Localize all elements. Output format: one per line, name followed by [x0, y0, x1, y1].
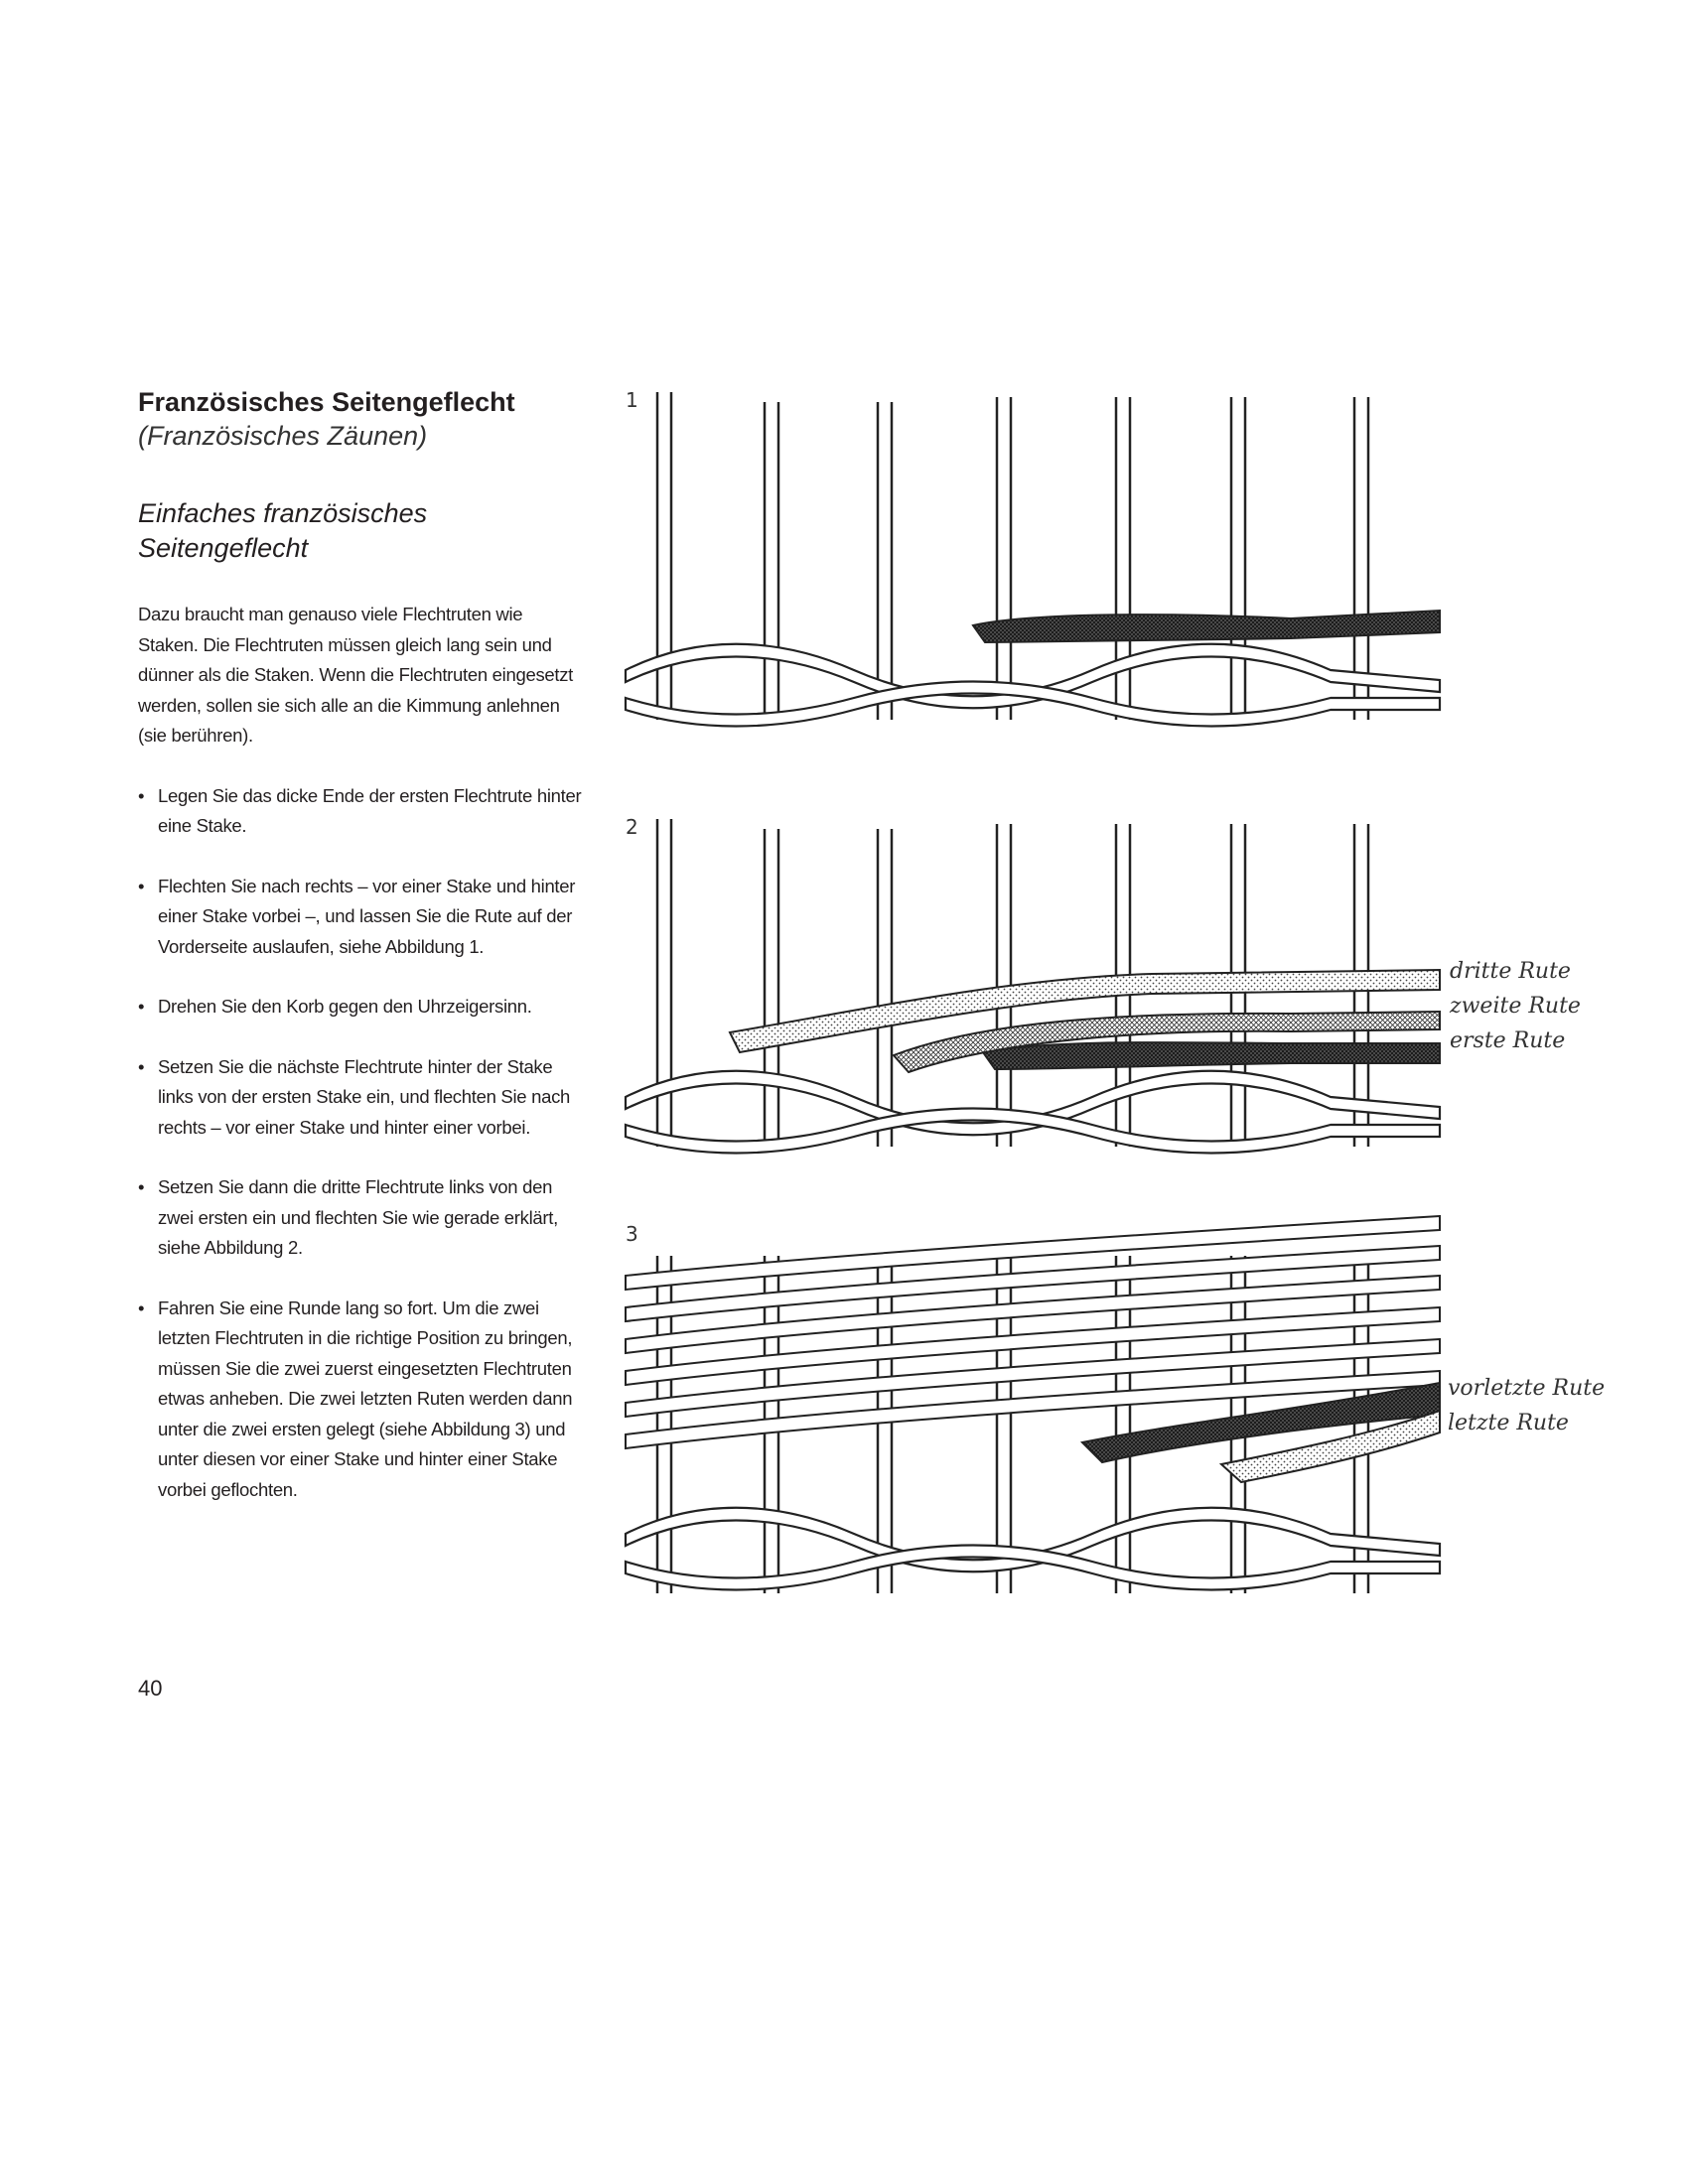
page-title: Französisches Seitengeflecht: [138, 387, 515, 417]
step-item: Fahren Sie eine Runde lang so fort. Um d…: [138, 1294, 585, 1506]
step-item: Flechten Sie nach rechts – vor einer Sta…: [138, 872, 585, 963]
second-rod: [892, 1010, 1441, 1074]
page-subtitle: (Französisches Zäunen): [138, 421, 428, 451]
step-item: Setzen Sie die nächste Flechtrute hinter…: [138, 1052, 585, 1144]
stakes: [655, 392, 1370, 720]
rod-labels: dritte Rute zweite Rute erste Rute: [1449, 959, 1581, 1053]
step-list: Legen Sie das dicke Ende der ersten Flec…: [138, 781, 585, 1506]
text-column: Französisches Seitengeflecht (Französisc…: [138, 385, 585, 1535]
weaving-illustrations: 1 2: [624, 388, 1605, 1593]
rod-label: letzte Rute: [1448, 1411, 1569, 1435]
step-item: Setzen Sie dann die dritte Flechtrute li…: [138, 1172, 585, 1264]
base-weave: [624, 1506, 1442, 1591]
last-rod: [1218, 1409, 1441, 1484]
section-heading: Einfaches französisches Seitengeflecht: [138, 498, 428, 563]
first-rod: [971, 609, 1441, 644]
rod-label: dritte Rute: [1450, 959, 1571, 984]
figure-number: 2: [626, 815, 638, 839]
figure-1: 1: [624, 388, 1442, 728]
rod-label: vorletzte Rute: [1448, 1376, 1605, 1401]
figure-number: 1: [626, 388, 638, 412]
page-number: 40: [138, 1676, 163, 1701]
third-rod: [728, 968, 1441, 1054]
first-rod: [981, 1040, 1441, 1071]
rod-labels: vorletzte Rute letzte Rute: [1448, 1376, 1605, 1435]
woven-rows: [625, 1214, 1441, 1450]
base-weave: [624, 1069, 1442, 1155]
figure-number: 3: [626, 1222, 638, 1246]
rod-label: zweite Rute: [1449, 994, 1581, 1019]
figure-3: 3 vorletzte Rute letzte Rute: [624, 1214, 1605, 1593]
base-weave: [624, 642, 1442, 728]
step-item: Legen Sie das dicke Ende der ersten Flec…: [138, 781, 585, 842]
intro-paragraph: Dazu braucht man genauso viele Flechtrut…: [138, 604, 574, 746]
second-to-last-rod: [1079, 1381, 1441, 1464]
rod-label: erste Rute: [1450, 1028, 1565, 1053]
step-item: Drehen Sie den Korb gegen den Uhrzeigers…: [138, 992, 585, 1023]
figure-2: 2 dritte Rute zweite Rute erste Rute: [624, 815, 1581, 1155]
